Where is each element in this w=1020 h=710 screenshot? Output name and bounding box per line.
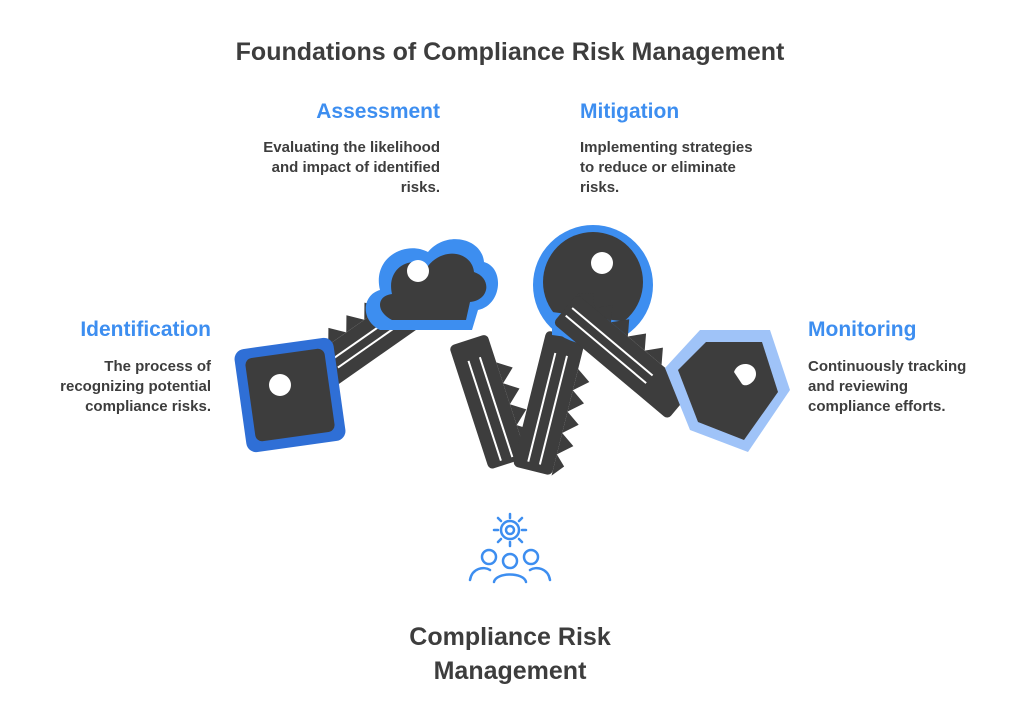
center-label-line: Compliance Risk: [409, 623, 611, 651]
monitoring-desc-line: and reviewing: [808, 378, 909, 395]
identification-desc-line: The process of: [104, 358, 211, 375]
assessment-description: Evaluating the likelihood and impact of …: [240, 138, 440, 198]
monitoring-description: Continuously tracking and reviewing comp…: [808, 357, 998, 417]
assessment-key-icon: [365, 239, 537, 469]
assessment-desc-line: and impact of identified: [271, 159, 440, 176]
center-label: Compliance Risk Management: [0, 620, 1020, 688]
mitigation-desc-line: to reduce or eliminate: [580, 159, 736, 176]
diagram-title: Foundations of Compliance Risk Managemen…: [235, 38, 785, 66]
gear-people-icon: [468, 512, 552, 584]
identification-description: The process of recognizing potential com…: [40, 357, 211, 417]
identification-desc-line: recognizing potential: [60, 378, 211, 395]
mitigation-desc-line: risks.: [580, 179, 620, 196]
monitoring-desc-line: Continuously tracking: [808, 358, 967, 375]
monitoring-desc-line: compliance efforts.: [808, 398, 946, 415]
assessment-desc-line: risks.: [400, 179, 440, 196]
assessment-desc-line: Evaluating the likelihood: [263, 139, 440, 156]
assessment-title: Assessment: [316, 100, 440, 123]
monitoring-title: Monitoring: [808, 318, 917, 341]
mitigation-desc-line: Implementing strategies: [580, 139, 753, 156]
monitoring-key-icon: [554, 293, 790, 452]
mitigation-title: Mitigation: [580, 100, 680, 123]
identification-title: Identification: [80, 318, 211, 341]
center-label-line: Management: [433, 657, 587, 685]
identification-desc-line: compliance risks.: [85, 398, 211, 415]
mitigation-description: Implementing strategies to reduce or eli…: [580, 138, 780, 198]
mitigation-key-icon: [513, 225, 653, 476]
